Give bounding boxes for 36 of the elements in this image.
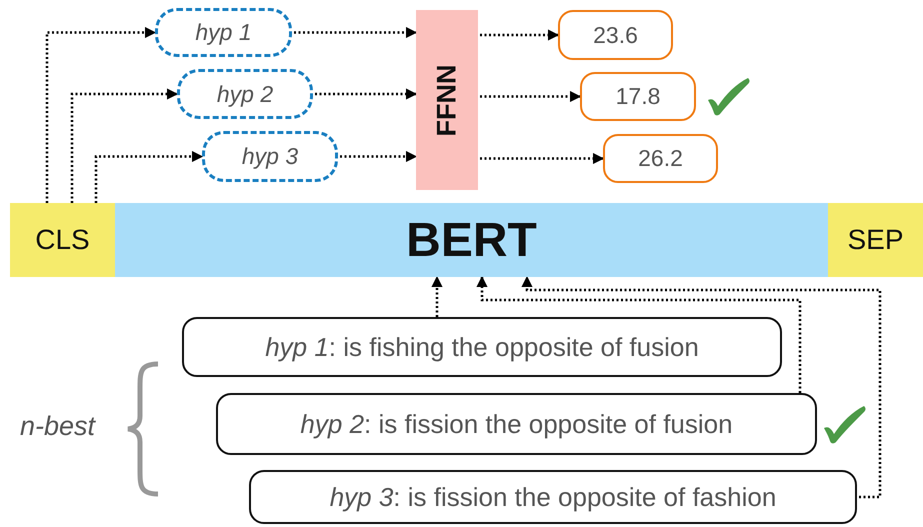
score-box [603, 134, 718, 183]
sentence-box [216, 393, 817, 455]
arrow [431, 276, 443, 317]
score-value: 26.2 [638, 145, 683, 172]
score-box [580, 72, 696, 121]
hypothesis-box [155, 8, 292, 57]
token-block [828, 203, 923, 277]
hypothesis-box [177, 69, 313, 119]
arrow [480, 90, 582, 102]
arrow [46, 26, 156, 203]
bert-label: BERT [406, 212, 537, 268]
arrow [480, 29, 560, 41]
token-label: SEP [847, 224, 904, 256]
arrow [521, 276, 882, 498]
arrow [94, 150, 204, 203]
ffnn-block [416, 10, 478, 190]
token-block [10, 203, 115, 277]
sentence-box [249, 470, 857, 524]
bert-block [115, 203, 828, 277]
token-label: CLS [35, 224, 90, 256]
hypothesis-label: hyp 3 [242, 143, 298, 170]
arrow [340, 150, 418, 162]
arrow [476, 276, 802, 393]
group-label: n-best [20, 411, 96, 442]
hypothesis-label: hyp 2 [216, 80, 274, 108]
arrow [315, 88, 418, 100]
score-value: 23.6 [593, 22, 638, 48]
arrow [70, 88, 178, 203]
ffnn-label: FFNN [432, 64, 462, 136]
score-box [558, 10, 673, 60]
arrow [480, 152, 604, 164]
arrow [294, 26, 418, 38]
hypothesis-label: hyp 1 [195, 19, 252, 46]
score-value: 17.8 [616, 83, 660, 110]
sentence-box [182, 317, 782, 377]
hypothesis-box [202, 131, 338, 182]
